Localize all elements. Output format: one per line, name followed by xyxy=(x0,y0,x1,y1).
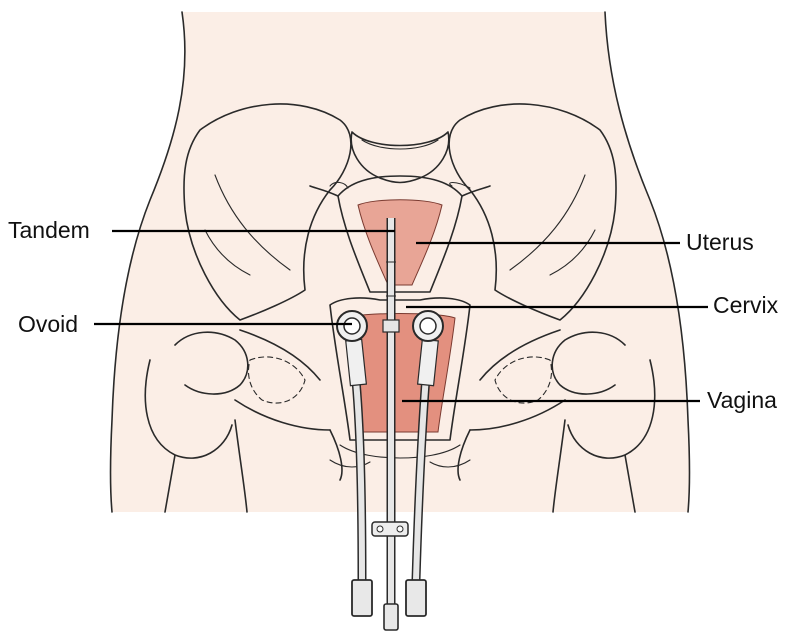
sacrum xyxy=(350,131,450,184)
vagina-wall xyxy=(329,297,471,441)
label-ovoid: Ovoid xyxy=(18,311,78,337)
labels: Tandem Ovoid Uterus Cervix Vagina xyxy=(8,217,779,413)
label-uterus: Uterus xyxy=(686,229,754,255)
applicator xyxy=(336,218,444,631)
uterus-body xyxy=(337,175,463,293)
tandem-handle-cap xyxy=(383,603,399,631)
left-iliac-wing xyxy=(183,103,352,321)
applicator-clamp xyxy=(371,521,409,537)
label-cervix: Cervix xyxy=(713,292,779,318)
label-tandem: Tandem xyxy=(8,217,90,243)
right-iliac-wing xyxy=(448,103,617,321)
uterus xyxy=(309,175,491,293)
right-handle-cap xyxy=(405,579,427,617)
label-vagina: Vagina xyxy=(707,387,777,413)
pelvis-bones xyxy=(144,103,656,513)
leader-lines xyxy=(94,229,708,403)
tandem-flange xyxy=(382,319,400,333)
left-handle-cap xyxy=(351,579,373,617)
uterus-cavity xyxy=(357,199,443,286)
